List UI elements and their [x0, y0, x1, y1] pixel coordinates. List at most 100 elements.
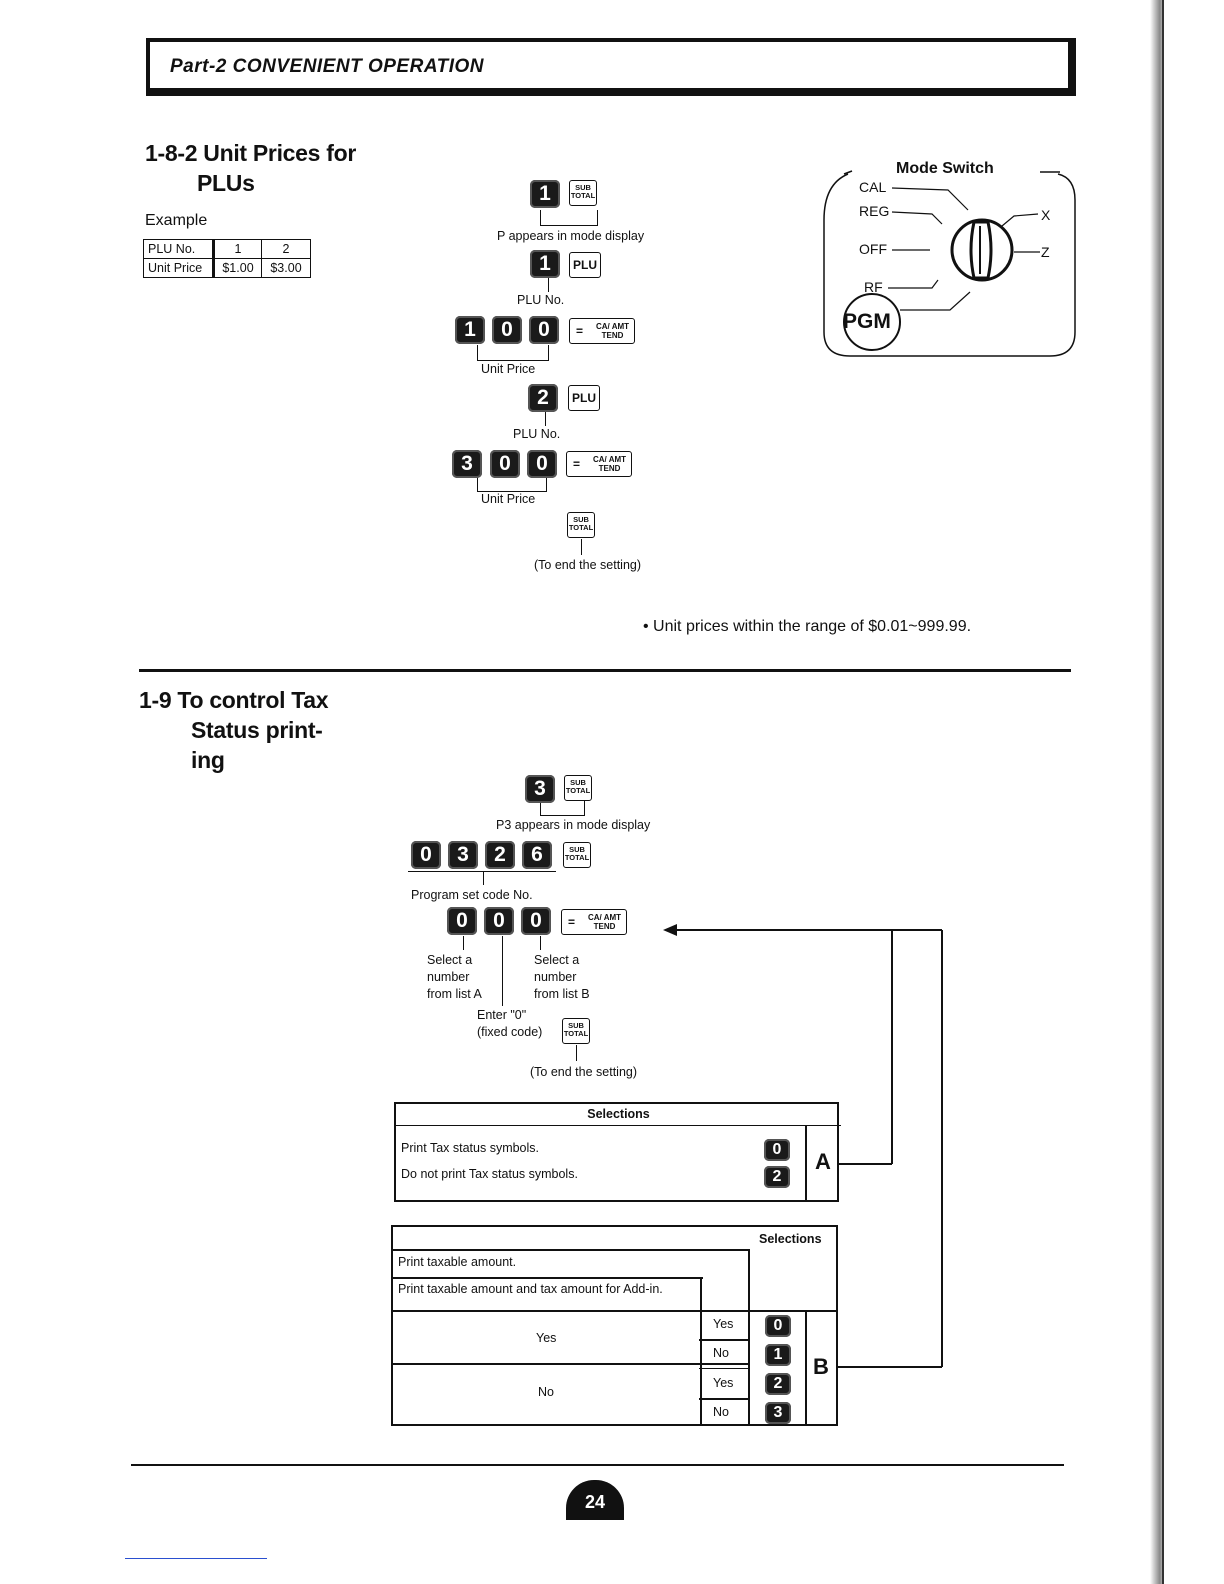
key-label: TOTAL — [568, 522, 594, 532]
section-title-line: ing — [191, 747, 225, 773]
label-line: Select a — [534, 953, 580, 967]
key-3: 3 — [525, 775, 555, 803]
mode-switch-diagram — [823, 170, 1076, 357]
mode-z-label: Z — [1041, 244, 1050, 260]
subtotal-key: SUB TOTAL — [562, 1018, 590, 1044]
key-label: = — [568, 915, 576, 929]
section-title-line: PLUs — [197, 170, 255, 196]
selections-table-a: Selections Print Tax status symbols. Do … — [394, 1102, 841, 1202]
table-cell: No — [713, 1346, 729, 1360]
table-cell: No — [538, 1385, 554, 1399]
section-title-1-8-2: 1-8-2 Unit Prices for PLUs — [145, 138, 356, 198]
key-label: SUB — [575, 183, 591, 192]
label-line: number — [534, 970, 577, 984]
header-title: Part-2 CONVENIENT OPERATION — [170, 56, 485, 77]
key-1: 1 — [455, 316, 485, 344]
subtotal-key: SUB TOTAL — [563, 842, 591, 868]
table-cell: 1 — [213, 239, 262, 259]
label-line: from list B — [534, 987, 590, 1001]
fixed-code-label: Enter "0" (fixed code) — [477, 1007, 542, 1041]
key-label: TEND — [601, 331, 624, 340]
key-label: SUB — [570, 778, 586, 787]
key-0: 0 — [484, 907, 514, 935]
subtotal-key: SUB TOTAL — [567, 512, 595, 538]
footer-link-line — [125, 1558, 267, 1559]
table-cell: PLU No. — [143, 239, 215, 259]
table-cell: Yes — [536, 1331, 557, 1345]
example-table: PLU No. 1 2 Unit Price $1.00 $3.00 — [143, 239, 311, 278]
table-cell: Yes — [713, 1376, 734, 1390]
key-2: 2 — [765, 1373, 791, 1395]
key-label: CA/ AMT — [593, 455, 627, 464]
key-6: 6 — [522, 841, 552, 869]
table-cell: 2 — [261, 239, 311, 259]
table-cell: No — [713, 1405, 729, 1419]
table-header: Selections — [587, 1107, 650, 1121]
table-cell: $1.00 — [213, 258, 262, 278]
instruction-label: P appears in mode display — [497, 229, 645, 243]
table-header: Selections — [759, 1232, 822, 1246]
key-0: 0 — [411, 841, 441, 869]
key-0: 0 — [527, 450, 557, 478]
mode-x-label: X — [1041, 207, 1051, 223]
mode-reg-label: REG — [859, 203, 890, 219]
instruction-label: PLU No. — [513, 427, 561, 441]
key-label: TEND — [593, 922, 616, 931]
plu-key: PLU — [568, 385, 600, 411]
key-0: 0 — [765, 1315, 791, 1337]
key-3: 3 — [452, 450, 482, 478]
key-label: SUB — [569, 845, 585, 854]
scan-edge — [1150, 0, 1164, 1584]
section-title-line: Status print- — [191, 717, 323, 743]
section-divider — [139, 669, 1071, 672]
key-label: CA/ AMT — [596, 322, 630, 331]
example-label: Example — [145, 212, 208, 229]
key-2: 2 — [764, 1166, 790, 1188]
mode-off-label: OFF — [859, 241, 887, 257]
table-row-label: Do not print Tax status symbols. — [401, 1167, 578, 1181]
key-label: SUB — [573, 515, 589, 524]
key-label: TOTAL — [565, 785, 591, 795]
key-3: 3 — [765, 1402, 791, 1424]
scan-edge-line — [1162, 0, 1164, 1584]
key-label: TOTAL — [564, 852, 590, 862]
instruction-label: P3 appears in mode display — [496, 818, 651, 832]
instruction-label: (To end the setting) — [530, 1065, 638, 1079]
plu-key: PLU — [569, 252, 601, 278]
key-0: 0 — [447, 907, 477, 935]
subtotal-key: SUB TOTAL — [569, 180, 597, 206]
label-line: (fixed code) — [477, 1025, 543, 1039]
section-title-line: 1-9 To control Tax — [139, 687, 329, 713]
list-a-letter: A — [815, 1149, 831, 1174]
key-label: SUB — [568, 1021, 584, 1030]
key-2: 2 — [528, 384, 558, 412]
key-0: 0 — [490, 450, 520, 478]
label-line: number — [427, 970, 470, 984]
label-line: from list A — [427, 987, 482, 1001]
instruction-label: Unit Price — [481, 492, 536, 506]
column-header: Print taxable amount and tax amount for … — [398, 1282, 663, 1296]
mode-switch-title: Mode Switch — [896, 160, 994, 177]
label-line: Select a — [427, 953, 473, 967]
column-header: Print taxable amount. — [398, 1255, 517, 1269]
table-cell: Unit Price — [143, 258, 215, 278]
key-0: 0 — [492, 316, 522, 344]
subtotal-key: SUB TOTAL — [564, 775, 592, 801]
key-1: 1 — [765, 1344, 791, 1366]
selections-table-b: Selections Print taxable amount. Print t… — [391, 1225, 838, 1426]
select-b-label: Select a number from list B — [534, 952, 590, 1003]
table-cell: $3.00 — [261, 258, 311, 278]
instruction-label: PLU No. — [517, 293, 565, 307]
key-label: = — [573, 457, 581, 471]
list-b-letter: B — [813, 1354, 829, 1379]
mode-rf-label: RF — [864, 279, 883, 295]
table-row-label: Print Tax status symbols. — [401, 1141, 540, 1155]
key-label: TEND — [598, 464, 621, 473]
key-1: 1 — [530, 250, 560, 278]
key-2: 2 — [485, 841, 515, 869]
mode-cal-label: CAL — [859, 179, 887, 195]
key-3: 3 — [448, 841, 478, 869]
table-cell: Yes — [713, 1317, 734, 1331]
